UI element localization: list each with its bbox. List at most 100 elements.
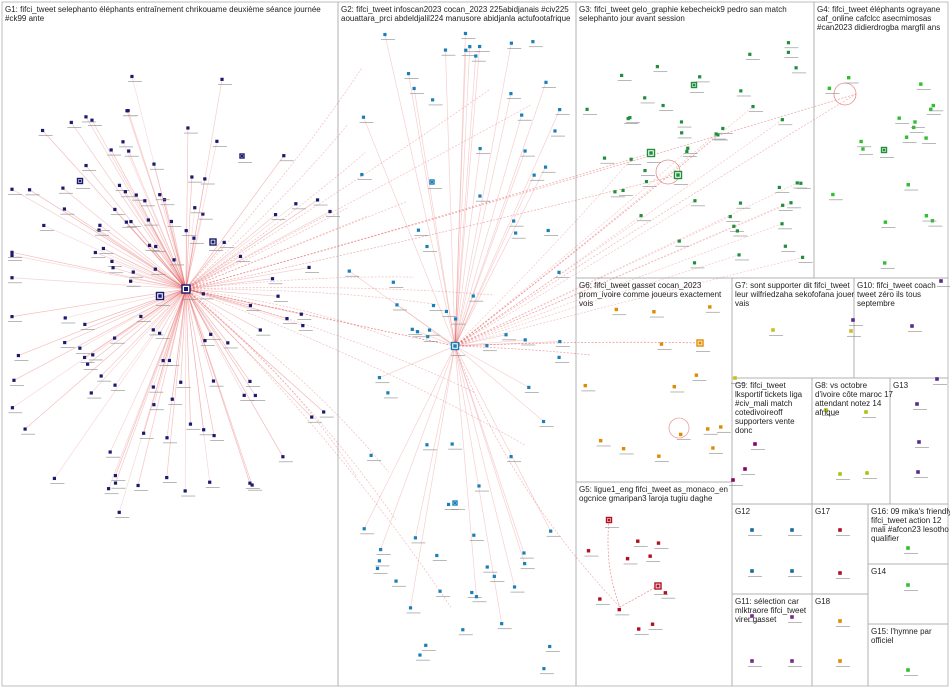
- graph-node: [215, 139, 219, 143]
- graph-node: [509, 41, 513, 45]
- graph-node: [679, 120, 684, 124]
- graph-edge: [11, 188, 187, 290]
- graph-node: [134, 193, 138, 197]
- group-label-g4: #can2023 didierdrogba margfil ans: [817, 23, 940, 32]
- graph-node: [282, 154, 286, 158]
- graph-node: [558, 339, 562, 344]
- graph-node: [110, 259, 114, 264]
- group-label-g5: ogcnice gmaripan3 laroja tugiu daghe: [579, 494, 713, 503]
- graph-node: [771, 328, 775, 332]
- graph-edge: [185, 207, 196, 290]
- graph-node: [89, 391, 93, 395]
- graph-edge: [100, 288, 187, 377]
- graph-node: [721, 126, 725, 131]
- graph-edge: [185, 176, 193, 290]
- graph-node: [10, 276, 14, 280]
- graph-edge: [114, 288, 187, 339]
- graph-edge: [363, 117, 456, 347]
- graph-edge: [445, 50, 456, 347]
- graph-node: [431, 98, 435, 102]
- graph-edge: [185, 152, 652, 290]
- graph-node: [849, 329, 853, 333]
- graph-node: [558, 108, 562, 112]
- graph-node: [677, 239, 681, 243]
- graph-node: [750, 528, 754, 532]
- graph-edge: [159, 194, 187, 290]
- graph-node: [91, 353, 95, 357]
- graph-node: [719, 425, 723, 429]
- graph-node: [522, 551, 526, 555]
- graph-edge: [166, 288, 187, 438]
- graph-node: [415, 330, 420, 334]
- graph-node: [657, 454, 661, 458]
- graph-edge: [171, 221, 187, 290]
- group-label-g1: #ck99 ante: [5, 14, 45, 23]
- graph-node: [211, 379, 216, 383]
- graph-node: [883, 220, 888, 224]
- graph-node-core: [453, 344, 457, 348]
- graph-node: [69, 120, 73, 125]
- graph-node: [169, 219, 174, 224]
- graph-node: [208, 480, 212, 484]
- graph-edge: [185, 288, 288, 319]
- graph-node: [906, 583, 910, 587]
- graph-node-core: [158, 294, 162, 298]
- group-label-g2: G2: fifci_tweet infoscan2023 cocan_2023 …: [341, 5, 569, 14]
- group-label-g7: leur wilfriedzaha sekofofana jouer: [735, 290, 855, 299]
- graph-edge: [185, 213, 204, 290]
- graph-node: [139, 314, 143, 319]
- graph-node: [412, 86, 416, 91]
- group-label-g9: donc: [735, 426, 752, 435]
- graph-node: [129, 279, 133, 283]
- graph-node: [659, 342, 664, 346]
- graph-edge: [166, 288, 187, 478]
- graph-node: [636, 627, 641, 631]
- graph-edge: [130, 221, 187, 290]
- graph-node: [183, 489, 187, 493]
- group-label-g15: G15: l'hymne par: [871, 627, 932, 636]
- graph-edge: [454, 33, 466, 347]
- graph-node: [652, 310, 656, 314]
- graph-node: [733, 376, 737, 380]
- graph-node: [83, 322, 87, 326]
- graph-node-core: [241, 155, 243, 157]
- graph-node: [643, 96, 647, 100]
- graph-node: [124, 220, 128, 224]
- group-box-g4: [813, 1, 949, 279]
- graph-node: [739, 89, 743, 93]
- graph-edge: [137, 288, 187, 486]
- graph-node: [129, 219, 133, 224]
- graph-node: [468, 45, 472, 49]
- graph-node: [109, 148, 113, 152]
- graph-node: [190, 175, 194, 179]
- graph-edge: [413, 88, 456, 347]
- graph-edge: [454, 204, 783, 347]
- graph-node: [201, 212, 205, 216]
- graph-node: [427, 328, 432, 332]
- graph-node: [377, 559, 382, 563]
- graph-node: [636, 539, 640, 543]
- graph-edge: [410, 345, 456, 608]
- graph-edge: [185, 288, 456, 347]
- graph-node: [192, 236, 196, 240]
- graph-node: [425, 443, 429, 447]
- graph-node: [450, 442, 454, 446]
- graph-node: [485, 565, 489, 569]
- graph-node: [692, 261, 697, 265]
- graph-node: [226, 341, 230, 345]
- graph-edge: [131, 76, 187, 290]
- graph-node: [27, 188, 32, 192]
- graph-edge: [128, 150, 187, 290]
- graph-edge: [185, 93, 857, 290]
- graph-node: [751, 104, 755, 109]
- group-label-g16: fifci_tweet action 12: [871, 516, 942, 525]
- graph-node: [379, 547, 383, 552]
- graph-node: [123, 190, 127, 194]
- graph-node: [678, 432, 683, 437]
- graph-node: [310, 415, 314, 419]
- graph-node: [212, 433, 216, 438]
- graph-node-core: [692, 83, 696, 87]
- graph-edge: [111, 261, 187, 290]
- graph-edge: [148, 219, 187, 290]
- graph-node: [485, 344, 489, 348]
